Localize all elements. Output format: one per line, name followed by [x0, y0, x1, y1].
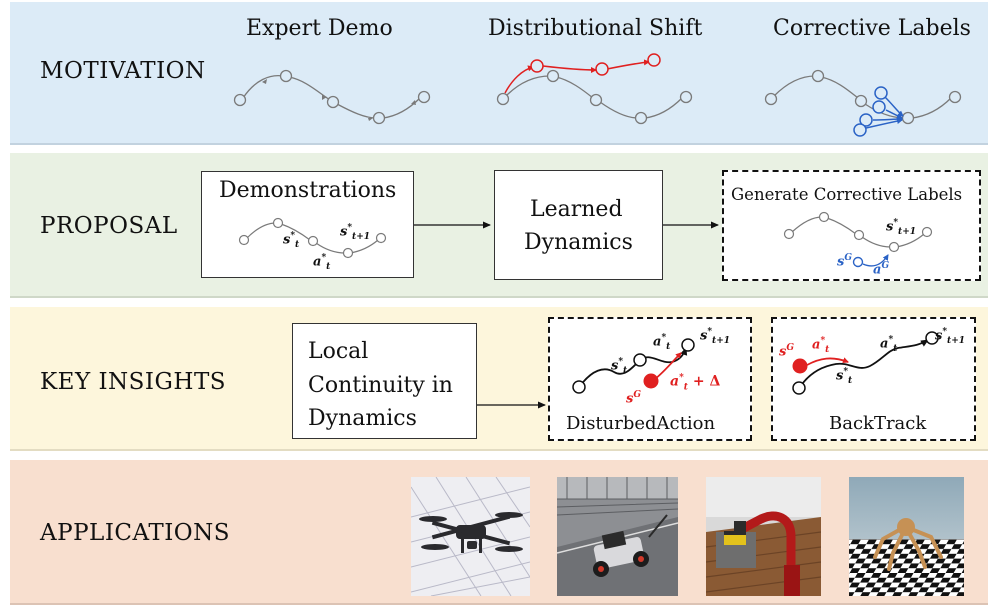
learned-dynamics-line1: Learned	[530, 197, 623, 222]
backtrack-symbol-s-t1: s*t+1	[935, 327, 966, 346]
insights-label: KEY INSIGHTS	[40, 369, 227, 395]
backtrack-caption: BackTrack	[829, 413, 927, 434]
distributional-shift-drift	[504, 53, 661, 94]
learned-dynamics-line2: Dynamics	[524, 230, 633, 255]
corrective-labels-title: Corrective Labels	[773, 16, 971, 41]
expert-demo-title: Expert Demo	[246, 16, 393, 41]
local-continuity-line3: Dynamics	[308, 406, 417, 431]
disturbed-action-caption: DisturbedAction	[566, 413, 716, 434]
proposal-label: PROPOSAL	[40, 213, 178, 239]
backtrack-symbol-a-t: a*t	[812, 336, 830, 355]
motivation-band	[10, 2, 988, 145]
backtrack-symbol-a-t-black: a*t	[880, 335, 898, 354]
demonstrations-box	[201, 171, 414, 278]
distributional-shift-title: Distributional Shift	[488, 16, 703, 41]
disturbed-action-diagram	[572, 338, 695, 394]
generate-labels-title: Generate Corrective Labels	[731, 185, 963, 204]
local-continuity-line1: Local	[308, 339, 369, 364]
learned-dynamics-box	[494, 170, 663, 280]
applications-label: APPLICATIONS	[40, 520, 231, 546]
drone-image	[411, 477, 530, 596]
generate-labels-blue	[852, 254, 889, 268]
disturbed-symbol-s-t: s*t	[611, 357, 628, 376]
demonstrations-trajectory	[238, 217, 387, 259]
expert-demo-trajectory	[233, 69, 431, 125]
disturbed-symbol-s-t1: s*t+1	[700, 327, 731, 346]
generate-symbol-a-g: aG	[873, 261, 890, 278]
demo-symbol-s-t1: s*t+1	[340, 223, 371, 242]
disturbed-symbol-a-t: a*t	[653, 333, 671, 352]
generate-symbol-s-g: sG	[837, 253, 853, 270]
plus-delta-text: + Δ	[692, 373, 721, 390]
quadruped-image	[849, 477, 964, 596]
motivation-label: MOTIVATION	[40, 58, 206, 84]
corrective-labels-blue	[853, 86, 904, 137]
robot-arm-image	[706, 477, 821, 596]
generate-labels-box	[722, 170, 981, 281]
demo-symbol-s-t: s*t	[283, 231, 300, 250]
disturbed-symbol-a-t-delta: a*t + Δ	[670, 373, 721, 393]
race-car-image	[557, 477, 678, 596]
demo-symbol-a-t: a*t	[313, 253, 331, 272]
backtrack-symbol-s-g: sG	[779, 343, 795, 360]
generate-labels-trajectory	[783, 211, 933, 253]
local-continuity-box	[292, 323, 477, 439]
backtrack-box	[771, 317, 976, 441]
local-continuity-line2: Continuity in	[308, 373, 453, 398]
backtrack-diagram	[792, 331, 939, 395]
demonstrations-title: Demonstrations	[219, 178, 397, 203]
generate-symbol-s-t1: s*t+1	[886, 218, 917, 237]
distributional-shift-trajectory	[496, 69, 693, 125]
disturbed-symbol-s-g: sG	[626, 390, 642, 407]
backtrack-symbol-s-t: s*t	[836, 367, 853, 386]
